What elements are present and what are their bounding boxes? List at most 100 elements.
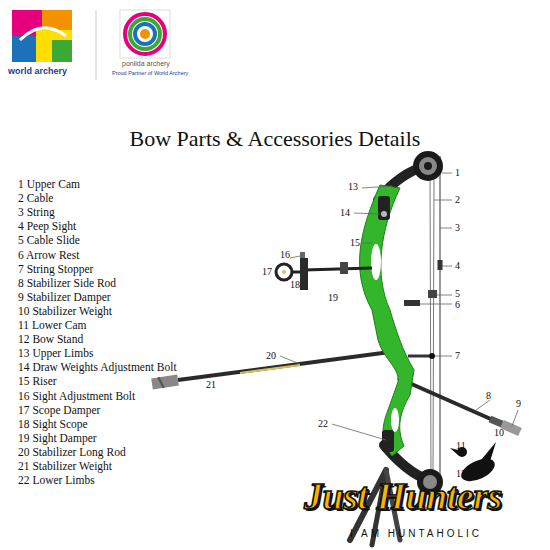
duck-wing [476,442,496,468]
callout-number: 9 [516,398,521,410]
callout-number: 20 [266,350,276,362]
peep-sight [438,260,443,270]
part-list-item: 1 Upper Cam [18,178,80,191]
part-list-item: 11 Lower Cam [18,319,87,332]
side-weight [502,424,520,432]
logo-frame [120,10,170,58]
upper-cam [413,151,443,181]
string [439,156,440,494]
string-stopper [408,355,432,358]
leader-line [435,356,452,357]
callout-number: 6 [455,299,460,311]
part-list-item: 14 Draw Weights Adjustment Bolt [18,361,177,374]
part-list-item: 17 Scope Damper [18,404,100,417]
part-list-item: 20 Stabilizer Long Rod [18,446,126,459]
leader-line [290,256,300,258]
part-list-item: 5 Cable Slide [18,234,80,247]
part-list-item: 8 Stabilizer Side Rod [18,277,116,290]
part-list-item: 22 Lower Limbs [18,474,95,487]
logo-arc [20,28,66,40]
sight-scope [276,264,292,280]
callout-number: 7 [455,350,460,362]
diagram-title: Bow Parts & Accessories Details [0,126,550,152]
stopper-damper [429,353,435,359]
rod-decal [240,365,300,373]
weight-ring [160,382,162,383]
logo-text: Proud Partner of World Archery [112,70,188,76]
leader-line [434,200,452,201]
callout-number: 16 [280,249,290,261]
cable [433,180,434,470]
ponlida-logo [120,10,170,58]
cable-slide [428,290,437,298]
callout-number: 8 [486,390,491,402]
leader-line [420,304,452,305]
part-list-item: 18 Sight Scope [18,418,88,431]
callout-number: 4 [455,260,460,272]
logo-text: ponlida archery [122,60,170,67]
cam-axle [424,162,432,170]
leader-line [442,266,452,267]
callout-number: 5 [455,288,460,300]
leader-lines [280,173,518,440]
long-rod [178,352,390,380]
world-archery-logo [12,10,72,62]
logo-block [52,40,72,62]
arrow-rest [404,300,420,306]
leader-line [354,213,380,214]
leader-line [332,424,386,440]
leader-line [362,186,392,188]
sight-bar [304,268,372,270]
part-list-item: 9 Stabilizer Damper [18,291,111,304]
limb-pocket [378,196,390,220]
leader-line [512,410,518,426]
riser [360,185,414,456]
part-list-item: 19 Sight Damper [18,432,97,445]
brand-tagline: I AM HUNTAHOLIC [350,528,482,539]
part-list-item: 7 String Stopper [18,263,93,276]
logo-divider [96,10,97,80]
callout-number: 1 [455,167,460,179]
riser-cutout [371,244,381,280]
callout-number: 21 [206,379,216,391]
callout-number: 19 [328,292,338,304]
leader-line [362,243,372,244]
callout-number: 15 [350,237,360,249]
part-list-item: 21 Stabilizer Weight [18,460,112,473]
part-list-item: 10 Stabilizer Weight [18,305,112,318]
scope-pin [282,270,286,274]
callout-number: 11 [456,440,466,452]
callout-number: 13 [348,181,358,193]
part-list-item: 13 Upper Limbs [18,347,93,360]
leader-line [280,356,300,364]
part-list-item: 15 Riser [18,375,57,388]
cable [430,168,431,482]
logo-ring [135,24,155,44]
part-list-item: 4 Peep Sight [18,220,76,233]
part-list-item: 2 Cable [18,192,53,205]
sight-damper [340,262,348,274]
part-list-item: 3 String [18,206,55,219]
callout-number: 17 [262,266,272,278]
stabilizer-damper [490,419,502,424]
callout-number: 22 [318,418,328,430]
leader-line [476,400,490,410]
logo-text: world archery [8,66,67,76]
side-rod [398,378,502,424]
leader-line [440,228,452,229]
riser-cutout [391,408,399,432]
part-list-item: 16 Sight Adjustment Bolt [18,390,135,403]
leader-line [442,173,452,174]
logo-block [12,36,36,62]
adjust-bolt [300,252,305,258]
callout-number: 2 [455,194,460,206]
logo-center [140,29,150,39]
part-list-item: 6 Arrow Rest [18,249,79,262]
logo-ring [130,19,160,49]
callout-number: 3 [455,222,460,234]
callout-number: 10 [494,427,504,439]
callout-number: 14 [340,207,350,219]
leader-line [437,295,452,296]
cam-hub [419,157,437,175]
